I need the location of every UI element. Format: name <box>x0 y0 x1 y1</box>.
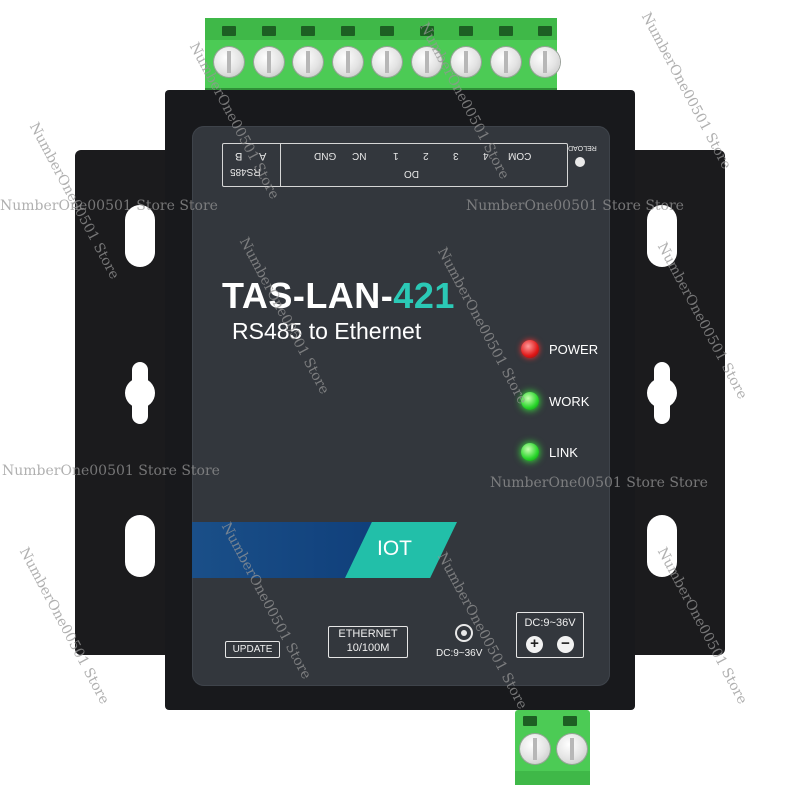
terminal-screw <box>530 47 560 77</box>
terminal-pin <box>222 26 236 36</box>
terminal-pin <box>261 26 276 36</box>
model-subtitle: RS485 to Ethernet <box>232 318 422 344</box>
terminal-screw <box>490 47 521 77</box>
terminal-screw <box>451 47 481 77</box>
power-terminal-screw <box>520 734 550 764</box>
plus-icon: + <box>526 636 543 653</box>
do-pin-label: 3 <box>453 150 459 161</box>
do-pin-label: 1 <box>393 150 399 161</box>
work-led-icon <box>521 392 539 410</box>
terminal-pin <box>380 26 394 36</box>
do-pin-label: 2 <box>423 150 429 161</box>
watermark: NumberOne00501 Store Store <box>2 463 220 479</box>
power-led-label: POWER <box>549 342 599 357</box>
terminal-pin <box>419 26 434 36</box>
terminal-screw <box>214 47 244 77</box>
terminal-pin <box>459 26 473 36</box>
do-pin-label: GND <box>314 150 337 161</box>
watermark: NumberOne00501 Store Store <box>490 475 708 491</box>
work-led-label: WORK <box>549 394 590 409</box>
power-terminal-screw <box>557 734 587 764</box>
terminal-screw <box>372 47 402 77</box>
link-led-label: LINK <box>549 445 578 460</box>
link-led-icon <box>521 443 539 461</box>
model-title: TAS-LAN-421 <box>222 275 455 316</box>
dc-terminal-label: DC:9~36V <box>516 612 584 658</box>
front-panel <box>192 126 610 686</box>
ethernet-port-label: ETHERNET 10/100M <box>328 626 408 658</box>
power-terminal-block <box>515 710 590 785</box>
watermark: NumberOne00501 Store <box>637 10 735 172</box>
watermark: NumberOne00501 Store Store <box>0 198 218 214</box>
bracket-slot <box>125 205 155 267</box>
iot-label: IOT <box>377 537 412 560</box>
terminal-screw <box>253 47 284 77</box>
terminal-pin <box>340 26 355 36</box>
bracket-slot <box>125 515 155 577</box>
bracket-keyhole <box>647 362 677 424</box>
minus-icon: − <box>557 636 574 653</box>
reload-button[interactable] <box>575 157 585 167</box>
power-led-icon <box>521 340 539 358</box>
bracket-slot <box>647 205 677 267</box>
terminal-screw <box>293 47 323 77</box>
dc-jack-icon <box>455 624 473 642</box>
do-pin-label: COM <box>508 150 532 161</box>
reload-label: RELOAD <box>568 144 597 151</box>
do-pin-label: NC <box>352 150 367 161</box>
update-port-label: UPDATE <box>225 641 280 658</box>
bracket-keyhole <box>125 362 155 424</box>
terminal-screw <box>411 47 442 77</box>
terminal-pin <box>498 26 513 36</box>
bracket-slot <box>647 515 677 577</box>
terminal-label-strip <box>222 143 568 187</box>
terminal-pin <box>301 26 315 36</box>
terminal-pin <box>538 26 552 36</box>
watermark: NumberOne00501 Store Store <box>466 198 684 214</box>
terminal-screw <box>332 47 363 77</box>
dc-jack-label: DC:9~36V <box>436 648 483 659</box>
do-label: DO <box>404 168 419 179</box>
